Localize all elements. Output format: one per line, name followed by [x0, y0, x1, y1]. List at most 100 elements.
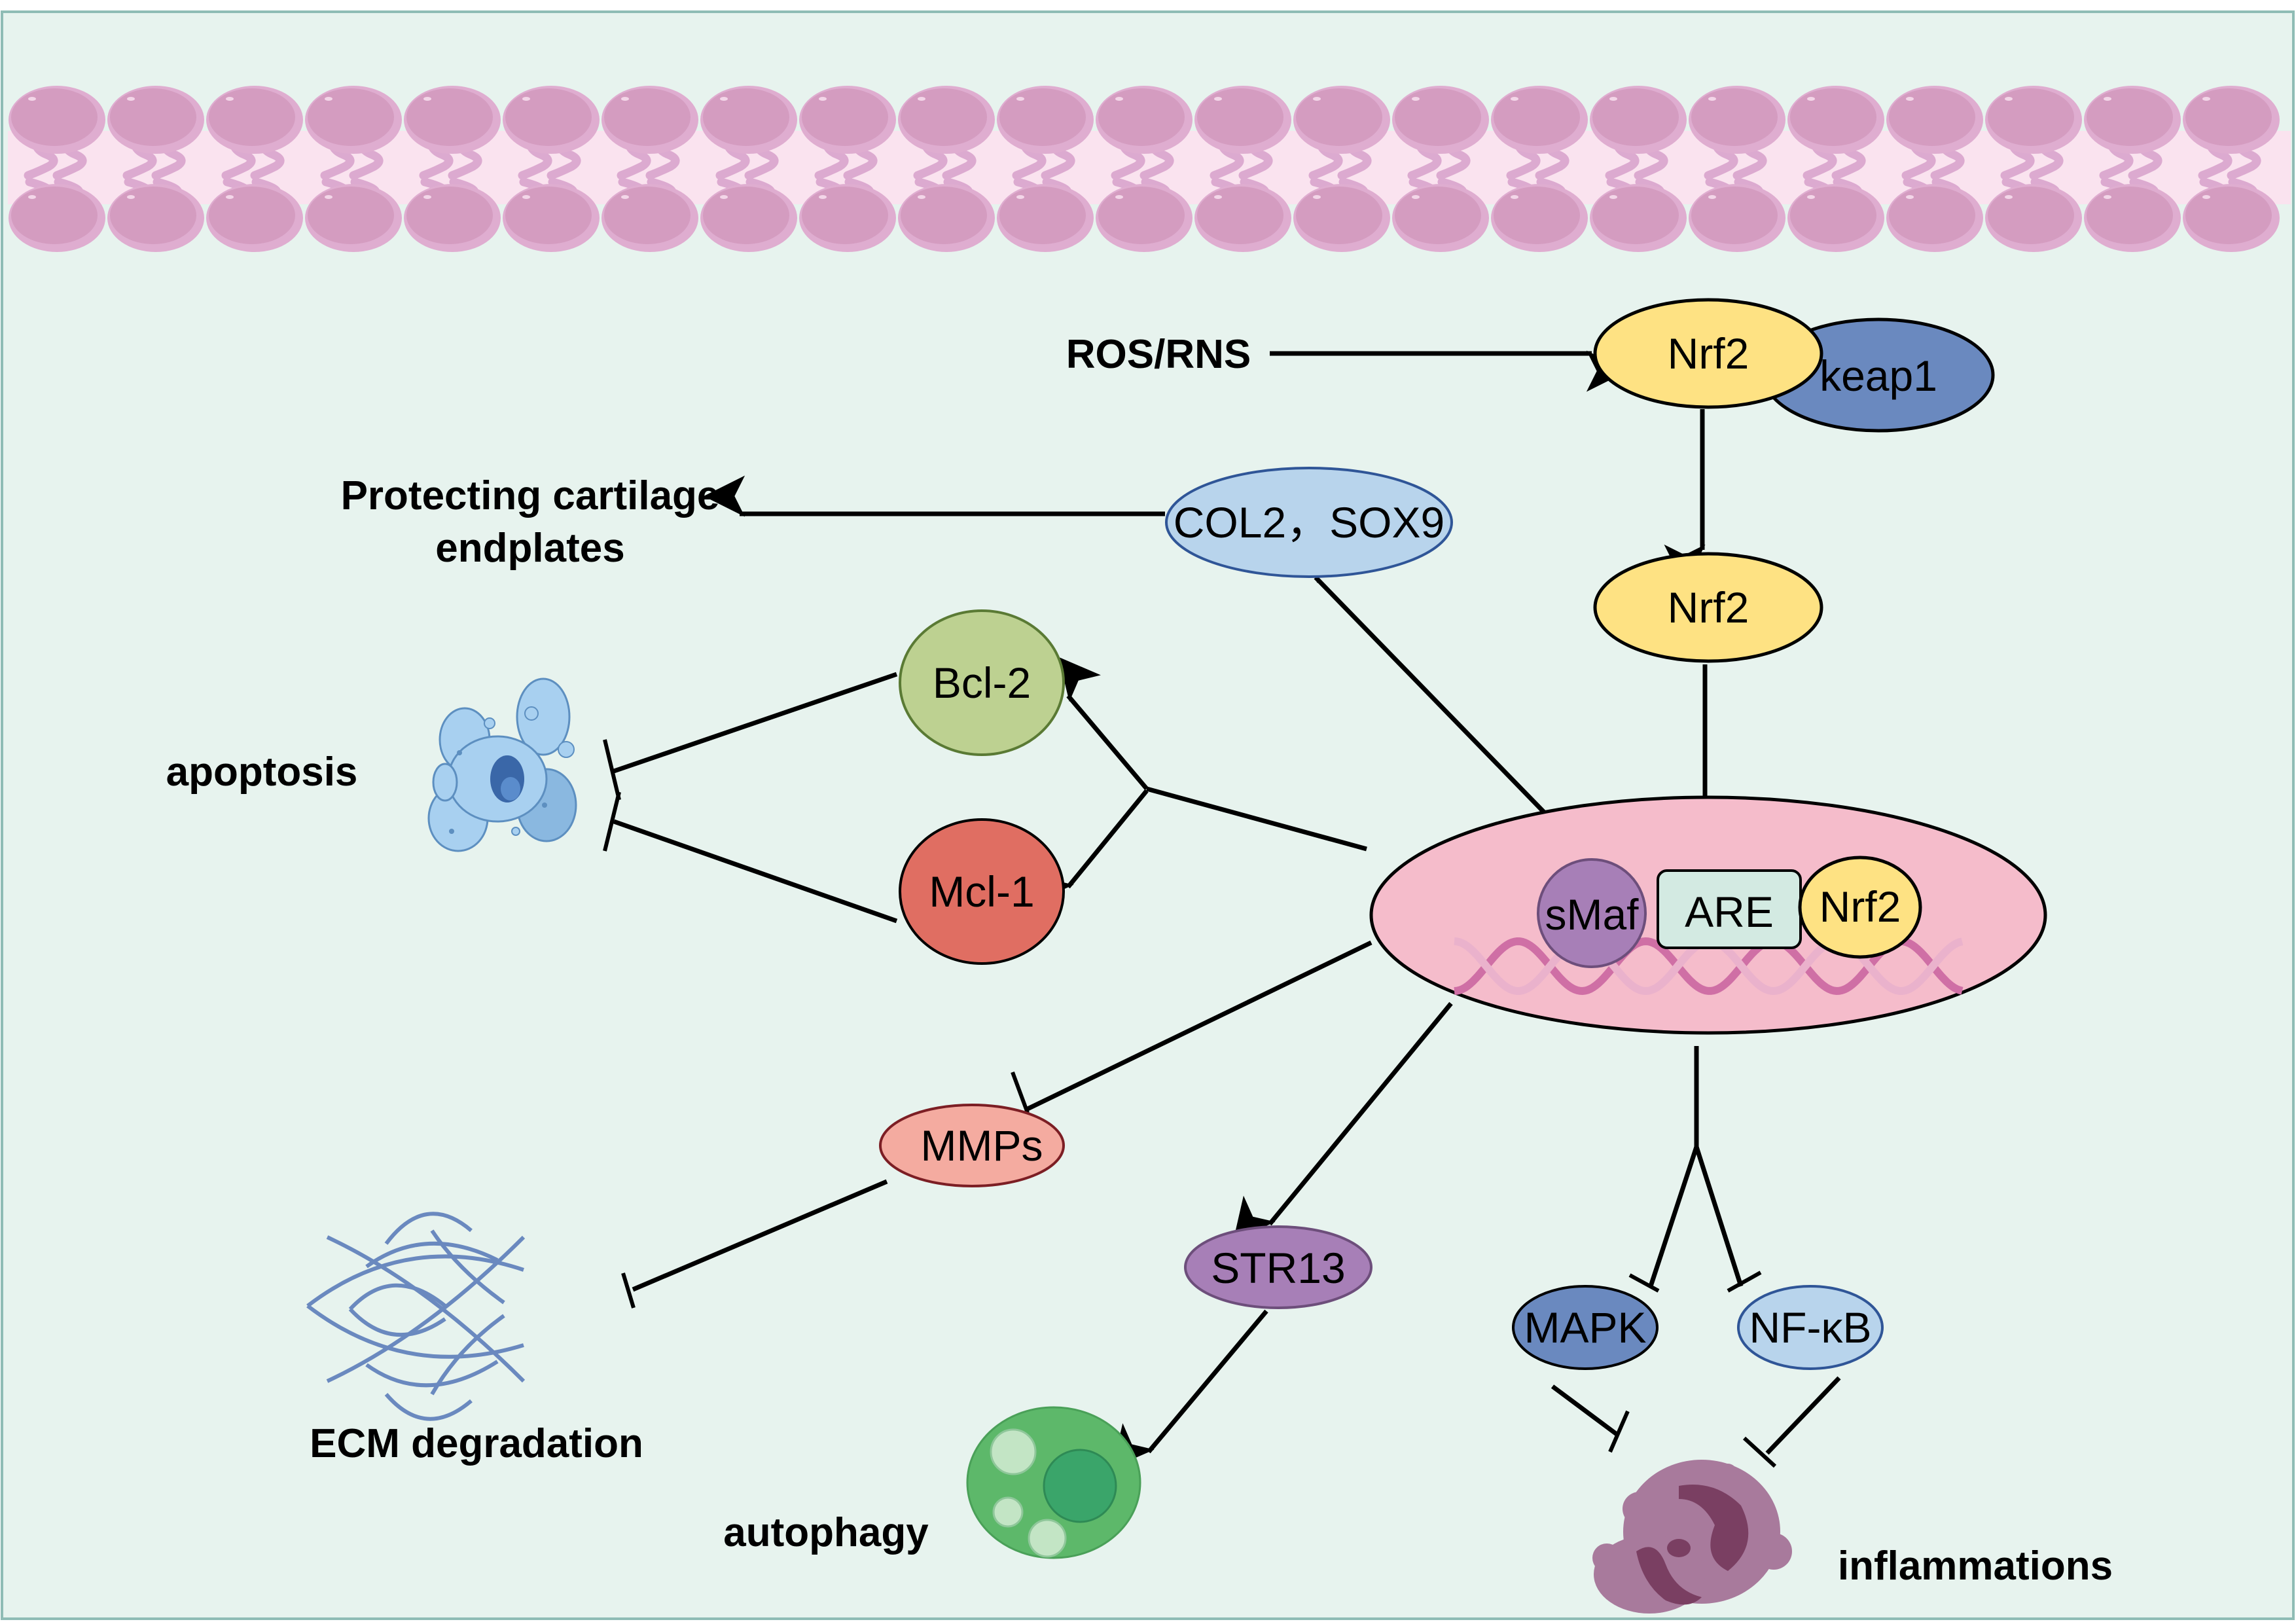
edge-mapk-inhibit-bar [1628, 1273, 1660, 1293]
lipid-head [2084, 86, 2181, 154]
edge-ecm-inhibit-bar [621, 1272, 636, 1308]
nucleus[interactable]: sMaf ARE Nrf2 [1369, 795, 2047, 1035]
keap1-label: keap1 [1820, 352, 1937, 400]
edge-bcl2-inhibit-bar [603, 739, 621, 801]
inflamed-cell-icon [1592, 1460, 1792, 1614]
edge-mapk-inhibits-inflammation [1551, 1384, 1619, 1436]
edge-branch-inhibits-nfkb [1694, 1146, 1744, 1288]
edge-inflam-inhibit-bar-1 [1608, 1410, 1630, 1453]
edge-branch-to-mcl1 [1031, 789, 1149, 904]
lipid-head [206, 86, 303, 154]
diagram-background [1, 10, 2295, 1620]
edge-nfkb-inhibits-inflammation [1765, 1376, 1841, 1455]
mapk-shape [1512, 1285, 1659, 1370]
lipid-head [799, 184, 896, 252]
edge-branch-inhibits-mapk [1648, 1146, 1699, 1288]
edge-mcl1-inhibit-bar [603, 791, 621, 852]
lipid-head [404, 86, 501, 154]
lipid-head [305, 86, 402, 154]
lipid-head [1689, 86, 1785, 154]
lipid-head [503, 184, 600, 252]
nrf2-complex-node[interactable]: Nrf2 [1593, 298, 1823, 409]
mmps-node[interactable]: MMPs [879, 1104, 1065, 1187]
edge-bcl2-inhibits-apoptosis [613, 672, 898, 774]
lipid-head [898, 86, 995, 154]
ecm-degradation-label: ECM degradation [310, 1421, 643, 1466]
ecm-fibers-icon [306, 1212, 526, 1421]
col2-sox9-node[interactable]: COL2，SOX9 [1165, 467, 1453, 578]
lipid-head [1886, 86, 1983, 154]
nrf2-free-node[interactable]: Nrf2 [1593, 552, 1823, 663]
mcl1-node[interactable]: Mcl-1 [899, 818, 1065, 965]
edge-nucleus-to-str13 [1233, 1001, 1453, 1241]
lipid-head [1392, 184, 1489, 252]
edge-nucleus-to-branch [1146, 786, 1367, 852]
autophagy-cell-icon [966, 1406, 1141, 1559]
lipid-head [2183, 86, 2280, 154]
apoptotic-cell-icon [427, 677, 577, 852]
smaf-node[interactable]: sMaf [1537, 858, 1647, 968]
lipid-head [1194, 184, 1291, 252]
str13-node[interactable]: STR13 [1184, 1225, 1372, 1309]
are-node[interactable]: ARE [1657, 869, 1802, 949]
edge-nucleus-inhibits-mmps [1025, 940, 1372, 1112]
lipid-head [107, 184, 204, 252]
bcl2-node[interactable]: Bcl-2 [899, 609, 1065, 756]
edge-inflam-inhibit-bar-2 [1742, 1436, 1777, 1468]
lipid-head [700, 86, 797, 154]
cartilage-protection-label-line1: Protecting cartilage [341, 473, 720, 518]
lipid-head [9, 86, 105, 154]
nrf2-free-label: Nrf2 [1668, 583, 1749, 632]
ros-rns-label: ROS/RNS [1066, 332, 1251, 377]
lipid-head [1787, 86, 1884, 154]
are-label: ARE [1685, 888, 1774, 936]
lipid-head [2084, 184, 2181, 252]
lipid-head [601, 184, 698, 252]
lipid-head [997, 86, 1094, 154]
lipid-head [206, 184, 303, 252]
cell-membrane-bilayer [8, 86, 2291, 252]
edge-mmps-inhibits-ecm [632, 1179, 888, 1292]
mcl1-label: Mcl-1 [929, 867, 1034, 916]
lipid-head [1787, 184, 1884, 252]
lipid-head [997, 184, 1094, 252]
nucleus-nrf2-node[interactable]: Nrf2 [1798, 856, 1922, 959]
lipid-head [898, 184, 995, 252]
lipid-head [305, 184, 402, 252]
lipid-head [1491, 184, 1588, 252]
nucleus-nrf2-label: Nrf2 [1820, 882, 1901, 931]
edge-branch-to-bcl2 [1058, 657, 1149, 791]
nfkb-label: NF-κB [1749, 1303, 1872, 1352]
lipid-head [1985, 86, 2082, 154]
smaf-label: sMaf [1545, 890, 1639, 939]
nfkb-node[interactable]: NF-κB [1737, 1285, 1884, 1370]
apoptosis-label: apoptosis [166, 749, 358, 795]
lipid-head [1590, 184, 1687, 252]
edge-nfkb-inhibit-bar [1727, 1271, 1762, 1293]
lipid-head [107, 86, 204, 154]
str13-label: STR13 [1211, 1244, 1345, 1292]
lipid-head [1491, 86, 1588, 154]
lipid-head [404, 184, 501, 252]
edge-mmps-inhibit-bar [1011, 1071, 1030, 1114]
col2-sox9-label: COL2，SOX9 [1174, 498, 1445, 547]
lipid-head [799, 86, 896, 154]
edge-nucleus-to-col2sox9 [1303, 539, 1553, 821]
mapk-node[interactable]: MAPK [1512, 1285, 1659, 1370]
inflammations-label: inflammations [1838, 1543, 2113, 1589]
autophagy-label: autophagy [723, 1510, 929, 1555]
lipid-head [503, 86, 600, 154]
lipid-head [601, 86, 698, 154]
lipid-head [1392, 86, 1489, 154]
lipid-head [1293, 184, 1390, 252]
nfkb-shape [1737, 1285, 1884, 1370]
lipid-head [1096, 86, 1193, 154]
lipid-head [9, 184, 105, 252]
lipid-head [1590, 86, 1687, 154]
lipid-head [1689, 184, 1785, 252]
lipid-head [1985, 184, 2082, 252]
lipid-head [2183, 184, 2280, 252]
mmps-label: MMPs [921, 1121, 1043, 1170]
mapk-label: MAPK [1524, 1303, 1646, 1352]
